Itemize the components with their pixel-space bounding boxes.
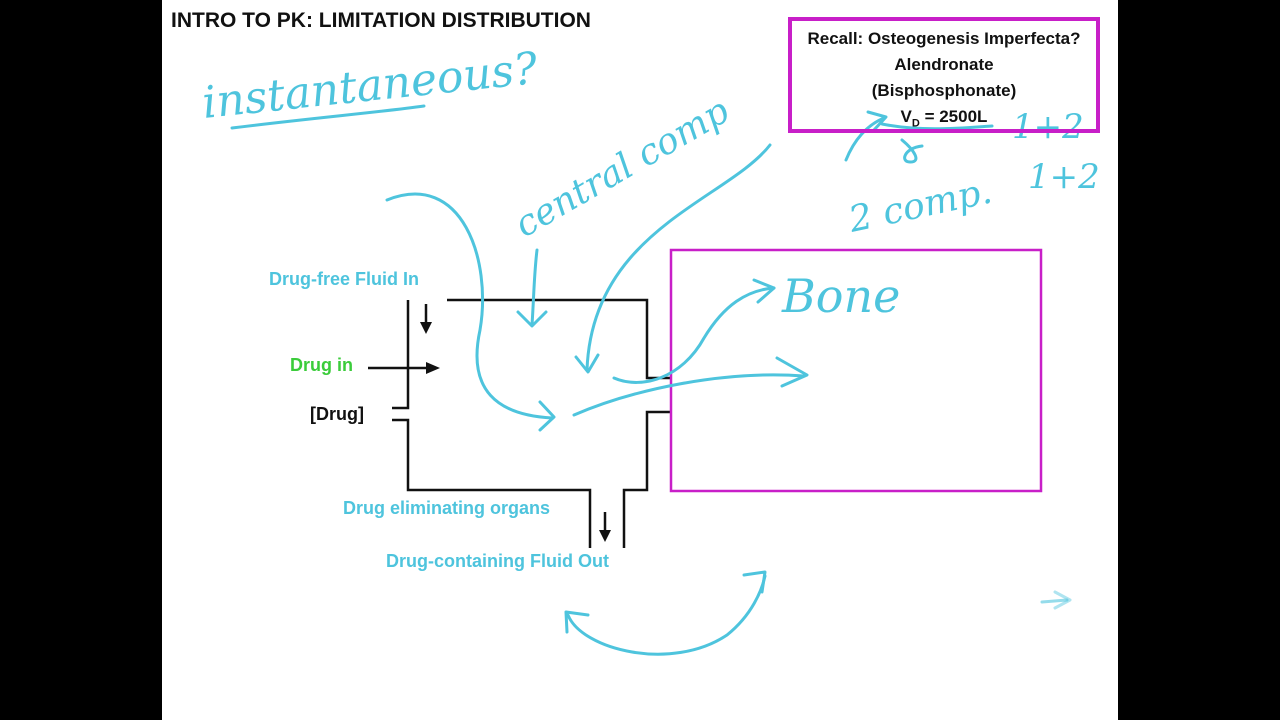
central-comp-arrow xyxy=(530,248,539,327)
flow-curve-arrow xyxy=(385,192,554,420)
handwriting-bone: Bone xyxy=(781,269,900,323)
compartment-top-wall xyxy=(447,298,670,380)
recall-line-2: Alendronate xyxy=(894,55,994,74)
distribution-arrow xyxy=(572,373,806,417)
faint-arrow-head xyxy=(1053,590,1072,610)
diagram-canvas: instantaneous? central comp Bone 2 comp.… xyxy=(200,43,1100,656)
vd-underline xyxy=(880,122,994,131)
label-eliminating-organs: Drug eliminating organs xyxy=(343,498,551,518)
bone-uptake-arrow xyxy=(612,286,776,384)
handwriting-central-comp: central comp xyxy=(508,90,736,245)
fluid-in-arrow xyxy=(420,304,432,334)
label-drug-in: Drug in xyxy=(290,355,353,375)
compartment-left-wall-upper xyxy=(392,300,410,410)
slide-title: INTRO TO PK: LIMITATION DISTRIBUTION xyxy=(171,9,591,32)
vd-symbol: V xyxy=(900,107,912,126)
fluid-out-arrow xyxy=(599,512,611,542)
handwriting-two-comp: 2 comp. xyxy=(844,171,995,241)
long-pointer-arrow xyxy=(585,143,772,372)
equilibrium-arrowhead-left xyxy=(564,610,590,634)
label-drug-concentration: [Drug] xyxy=(310,404,364,424)
instantaneous-underline xyxy=(230,104,426,130)
compartment-bottom-wall xyxy=(392,418,592,548)
bone-uptake-arrowhead xyxy=(752,278,776,304)
drug-in-arrow xyxy=(368,362,440,374)
label-fluid-in: Drug-free Fluid In xyxy=(269,269,419,289)
long-pointer-arrowhead xyxy=(574,353,600,374)
handwriting-instantaneous: instantaneous? xyxy=(200,43,540,129)
faint-arrow-stroke xyxy=(1040,598,1069,604)
handwriting-one-plus-two-b: 1+2 xyxy=(1028,157,1100,197)
vd-subscript: D xyxy=(911,117,920,130)
central-comp-arrowhead xyxy=(516,310,548,328)
compartment-right-wall-lower xyxy=(622,410,670,548)
recall-line-1: Recall: Osteogenesis Imperfecta? xyxy=(807,29,1081,48)
slide: instantaneous? central comp Bone 2 comp.… xyxy=(162,0,1118,720)
equilibrium-arrowhead-right xyxy=(742,570,767,594)
vd-pointer-arrowhead xyxy=(866,110,888,132)
recall-line-3: (Bisphosphonate) xyxy=(871,81,1017,100)
flow-curve-arrowhead xyxy=(538,400,556,432)
recall-box: Recall: Osteogenesis Imperfecta? Alendro… xyxy=(788,17,1100,133)
distribution-arrowhead xyxy=(775,356,809,388)
bone-compartment xyxy=(669,248,1043,493)
handwriting-one-plus-two-a: 1+2 xyxy=(1012,107,1084,147)
vd-value: = 2500L xyxy=(924,107,988,126)
recall-vd: VD = 2500L xyxy=(792,104,1096,136)
label-fluid-out: Drug-containing Fluid Out xyxy=(386,551,609,571)
equilibrium-arc xyxy=(566,574,767,656)
infinity-mark xyxy=(900,138,924,164)
vd-pointer-arrow xyxy=(844,116,886,162)
